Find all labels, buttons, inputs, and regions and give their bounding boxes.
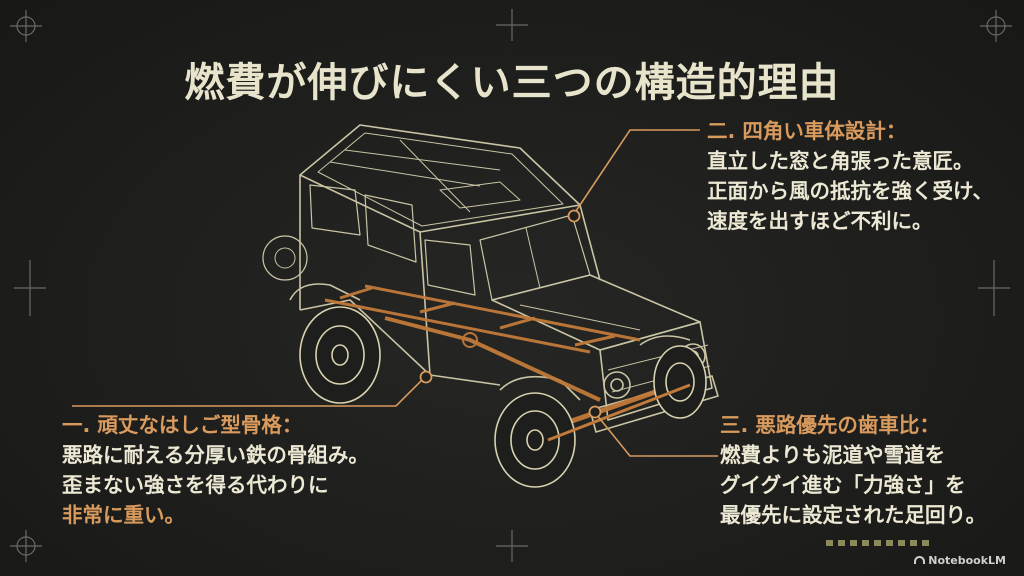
brand-label: NotebookLM <box>928 554 1006 567</box>
callout-line: 歪まない強さを得る代わりに <box>62 473 329 497</box>
callout-line: グイグイ進む「力強さ」を <box>720 473 966 497</box>
callout-gearing: 三. 悪路優先の歯車比： 燃費よりも泥道や雪道を グイグイ進む「力強さ」を 最優… <box>720 410 986 530</box>
callout-heading: 一. 頑丈なはしご型骨格： <box>62 413 303 437</box>
callout-line: 速度を出すほど不利に。 <box>707 209 933 233</box>
slide-title: 燃費が伸びにくい三つの構造的理由 <box>184 60 840 106</box>
callout-line: 燃費よりも泥道や雪道を <box>720 443 946 467</box>
callout-body-shape: 二. 四角い車体設計： 直立した窓と角張った意匠。 正面から風の抵抗を強く受け、… <box>707 116 993 236</box>
callout-heading: 二. 四角い車体設計： <box>707 119 907 143</box>
leader-dot-gear <box>588 405 602 419</box>
callout-highlight: 非常に重い。 <box>62 503 185 527</box>
leader-dot-frame <box>419 370 433 384</box>
callout-line: 悪路に耐える分厚い鉄の骨組み。 <box>62 443 369 467</box>
notebooklm-logo-icon <box>914 556 926 564</box>
leader-dot-body <box>567 209 581 223</box>
callout-line: 直立した窓と角張った意匠。 <box>707 149 974 173</box>
dash-decoration <box>826 540 929 546</box>
callout-line: 正面から風の抵抗を強く受け、 <box>707 179 993 203</box>
brand-watermark: NotebookLM <box>914 554 1006 567</box>
callout-line: 最優先に設定された足回り。 <box>720 503 987 527</box>
callout-heading: 三. 悪路優先の歯車比： <box>720 413 940 437</box>
callout-frame: 一. 頑丈なはしご型骨格： 悪路に耐える分厚い鉄の骨組み。 歪まない強さを得る代… <box>62 410 369 530</box>
